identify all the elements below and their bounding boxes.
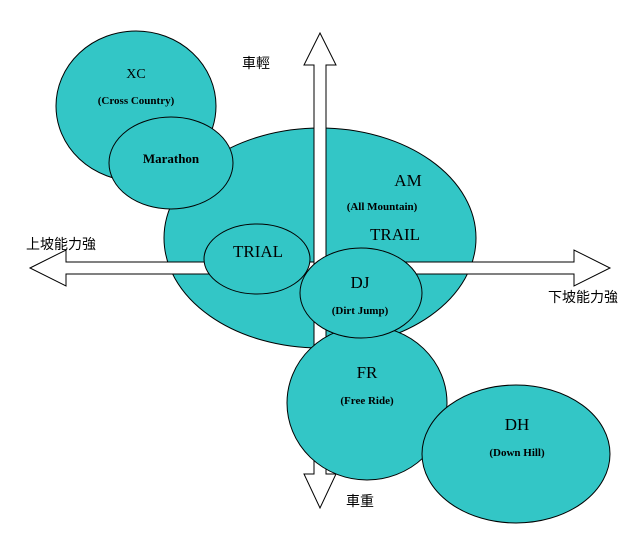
dj-abbr: DJ <box>351 273 370 292</box>
am-full: (All Mountain) <box>347 201 418 213</box>
dh-abbr: DH <box>505 415 530 434</box>
dh-ellipse <box>421 384 611 524</box>
dj-ellipse <box>299 247 423 339</box>
dh-full: (Down Hill) <box>489 447 545 459</box>
xc-full: (Cross Country) <box>98 95 175 107</box>
axis-label-top: 車輕 <box>242 55 270 72</box>
trial-ellipse <box>203 223 311 295</box>
am-abbr: AM <box>394 171 421 190</box>
axis-label-left: 上坡能力強 <box>26 237 96 253</box>
xc-abbr: XC <box>126 67 145 82</box>
trial-label: TRIAL <box>233 242 283 261</box>
trail-label: TRAIL <box>370 225 420 244</box>
fr-abbr: FR <box>357 363 378 382</box>
marathon-ellipse <box>108 116 234 210</box>
fr-full: (Free Ride) <box>340 395 394 407</box>
axis-label-right: 下坡能力強 <box>548 290 618 306</box>
axis-label-bottom: 車重 <box>346 493 374 510</box>
dj-full: (Dirt Jump) <box>332 305 389 317</box>
marathon-label: Marathon <box>143 151 200 166</box>
